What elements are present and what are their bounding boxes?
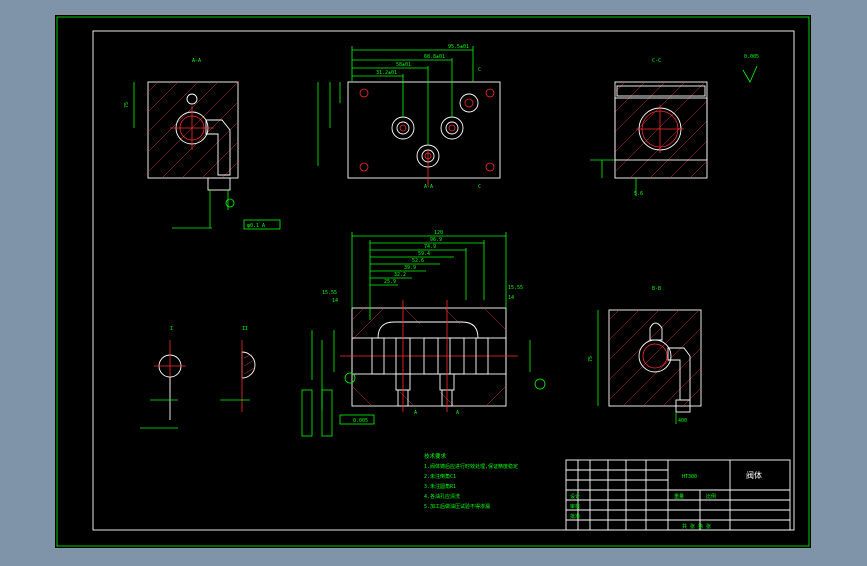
weight-label: 重量 <box>674 493 684 500</box>
dim-68: 68.8±01 <box>424 54 445 60</box>
view-label-aa: A-A <box>424 184 433 190</box>
dim-15-left: 15.55 <box>322 290 337 296</box>
tolerance-main: 0.005 <box>353 418 368 424</box>
dim-bb-bottom: 400 <box>678 418 687 424</box>
label-detail-i: I <box>170 326 173 332</box>
bb-outline <box>608 309 702 407</box>
scale-label: 比例 <box>706 493 716 500</box>
tolerance-frame-main <box>339 414 375 425</box>
title-block: HT300 阀体 重量 比例 共 张 第 张 设计 审核 批准 <box>565 459 791 531</box>
roughness-mark: 0.005 <box>744 54 759 60</box>
port-4 <box>459 93 479 113</box>
topcenter-outline <box>347 81 501 179</box>
note-line-5: 5.加工后做油压试验不得渗漏 <box>424 503 490 510</box>
dim-bb-height: 75 <box>588 356 594 362</box>
note-line-4: 4.各油孔应清洗 <box>424 493 460 500</box>
label-detail-ii: II <box>242 326 248 332</box>
tolerance-frame-topleft <box>243 219 281 230</box>
dim-95: 95.5±01 <box>448 44 469 50</box>
design-label: 设计 <box>570 493 580 500</box>
outer-frame <box>56 16 810 547</box>
svg-text:A: A <box>456 410 459 416</box>
dim-31: 31.2±01 <box>376 70 397 76</box>
note-line-3: 3.未注圆角R1 <box>424 483 456 490</box>
dim-14-left: 14 <box>332 298 338 304</box>
dim-120: 120 <box>434 230 443 236</box>
dim-14-right: 14 <box>508 295 514 301</box>
topleft-hole <box>186 93 198 105</box>
part-name: 阀体 <box>746 470 762 480</box>
dim-39: 39.9 <box>404 265 416 271</box>
section-mark-c2: C <box>478 184 481 190</box>
view-top-left: A-A 75 φ0.1 A <box>124 58 281 230</box>
topleft-outline <box>147 81 239 179</box>
topleft-channel <box>205 119 231 176</box>
view-label-cc: C-C <box>652 58 661 64</box>
technical-notes: 技术要求 1.阀体铸后应进行时效处理,保证精度稳定 2.未注倒角C1 3.未注圆… <box>424 452 518 510</box>
check-label: 审核 <box>570 503 580 510</box>
dim-59: 59.4 <box>418 251 430 257</box>
dim-cc: 5.6 <box>634 191 643 197</box>
material-label: HT300 <box>682 474 697 480</box>
view-detail-i: I <box>140 326 186 429</box>
view-detail-ii: II <box>220 326 256 412</box>
dim-32: 32.2 <box>394 272 406 278</box>
view-top-center: 95.5±01 68.8±01 58±01 31.2±01 C C A-A <box>317 44 501 190</box>
dim-96: 96.9 <box>430 237 442 243</box>
main-channel <box>377 321 479 339</box>
view-bb: B-B 75 400 <box>588 286 702 424</box>
dim-52: 52.6 <box>412 258 424 264</box>
view-cc: C-C 5.6 0.005 <box>590 54 759 197</box>
sheet-label: 共 张 第 张 <box>682 523 711 530</box>
note-line-2: 2.未注倒角C1 <box>424 473 456 480</box>
view-main-section: 120 96.9 74.9 59.4 52.6 39.9 32.2 25.9 1… <box>301 230 546 437</box>
view-label-topleft: A-A <box>192 58 201 64</box>
dim-15-right: 15.55 <box>508 285 523 291</box>
inner-frame <box>92 30 795 531</box>
dim-topleft-height: 75 <box>124 102 130 108</box>
view-label-bb: B-B <box>652 286 661 292</box>
approve-label: 批准 <box>570 513 580 520</box>
svg-text:A: A <box>414 410 417 416</box>
section-mark-c1: C <box>478 67 481 73</box>
notes-title: 技术要求 <box>424 452 447 460</box>
tolerance-topleft: φ0.1 A <box>247 223 265 229</box>
topleft-boss <box>207 177 231 191</box>
sheet-paper <box>55 15 811 548</box>
dim-58: 58±01 <box>396 62 411 68</box>
dim-74: 74.9 <box>424 244 436 250</box>
dim-25: 25.9 <box>384 279 396 285</box>
note-line-1: 1.阀体铸后应进行时效处理,保证精度稳定 <box>424 463 518 470</box>
